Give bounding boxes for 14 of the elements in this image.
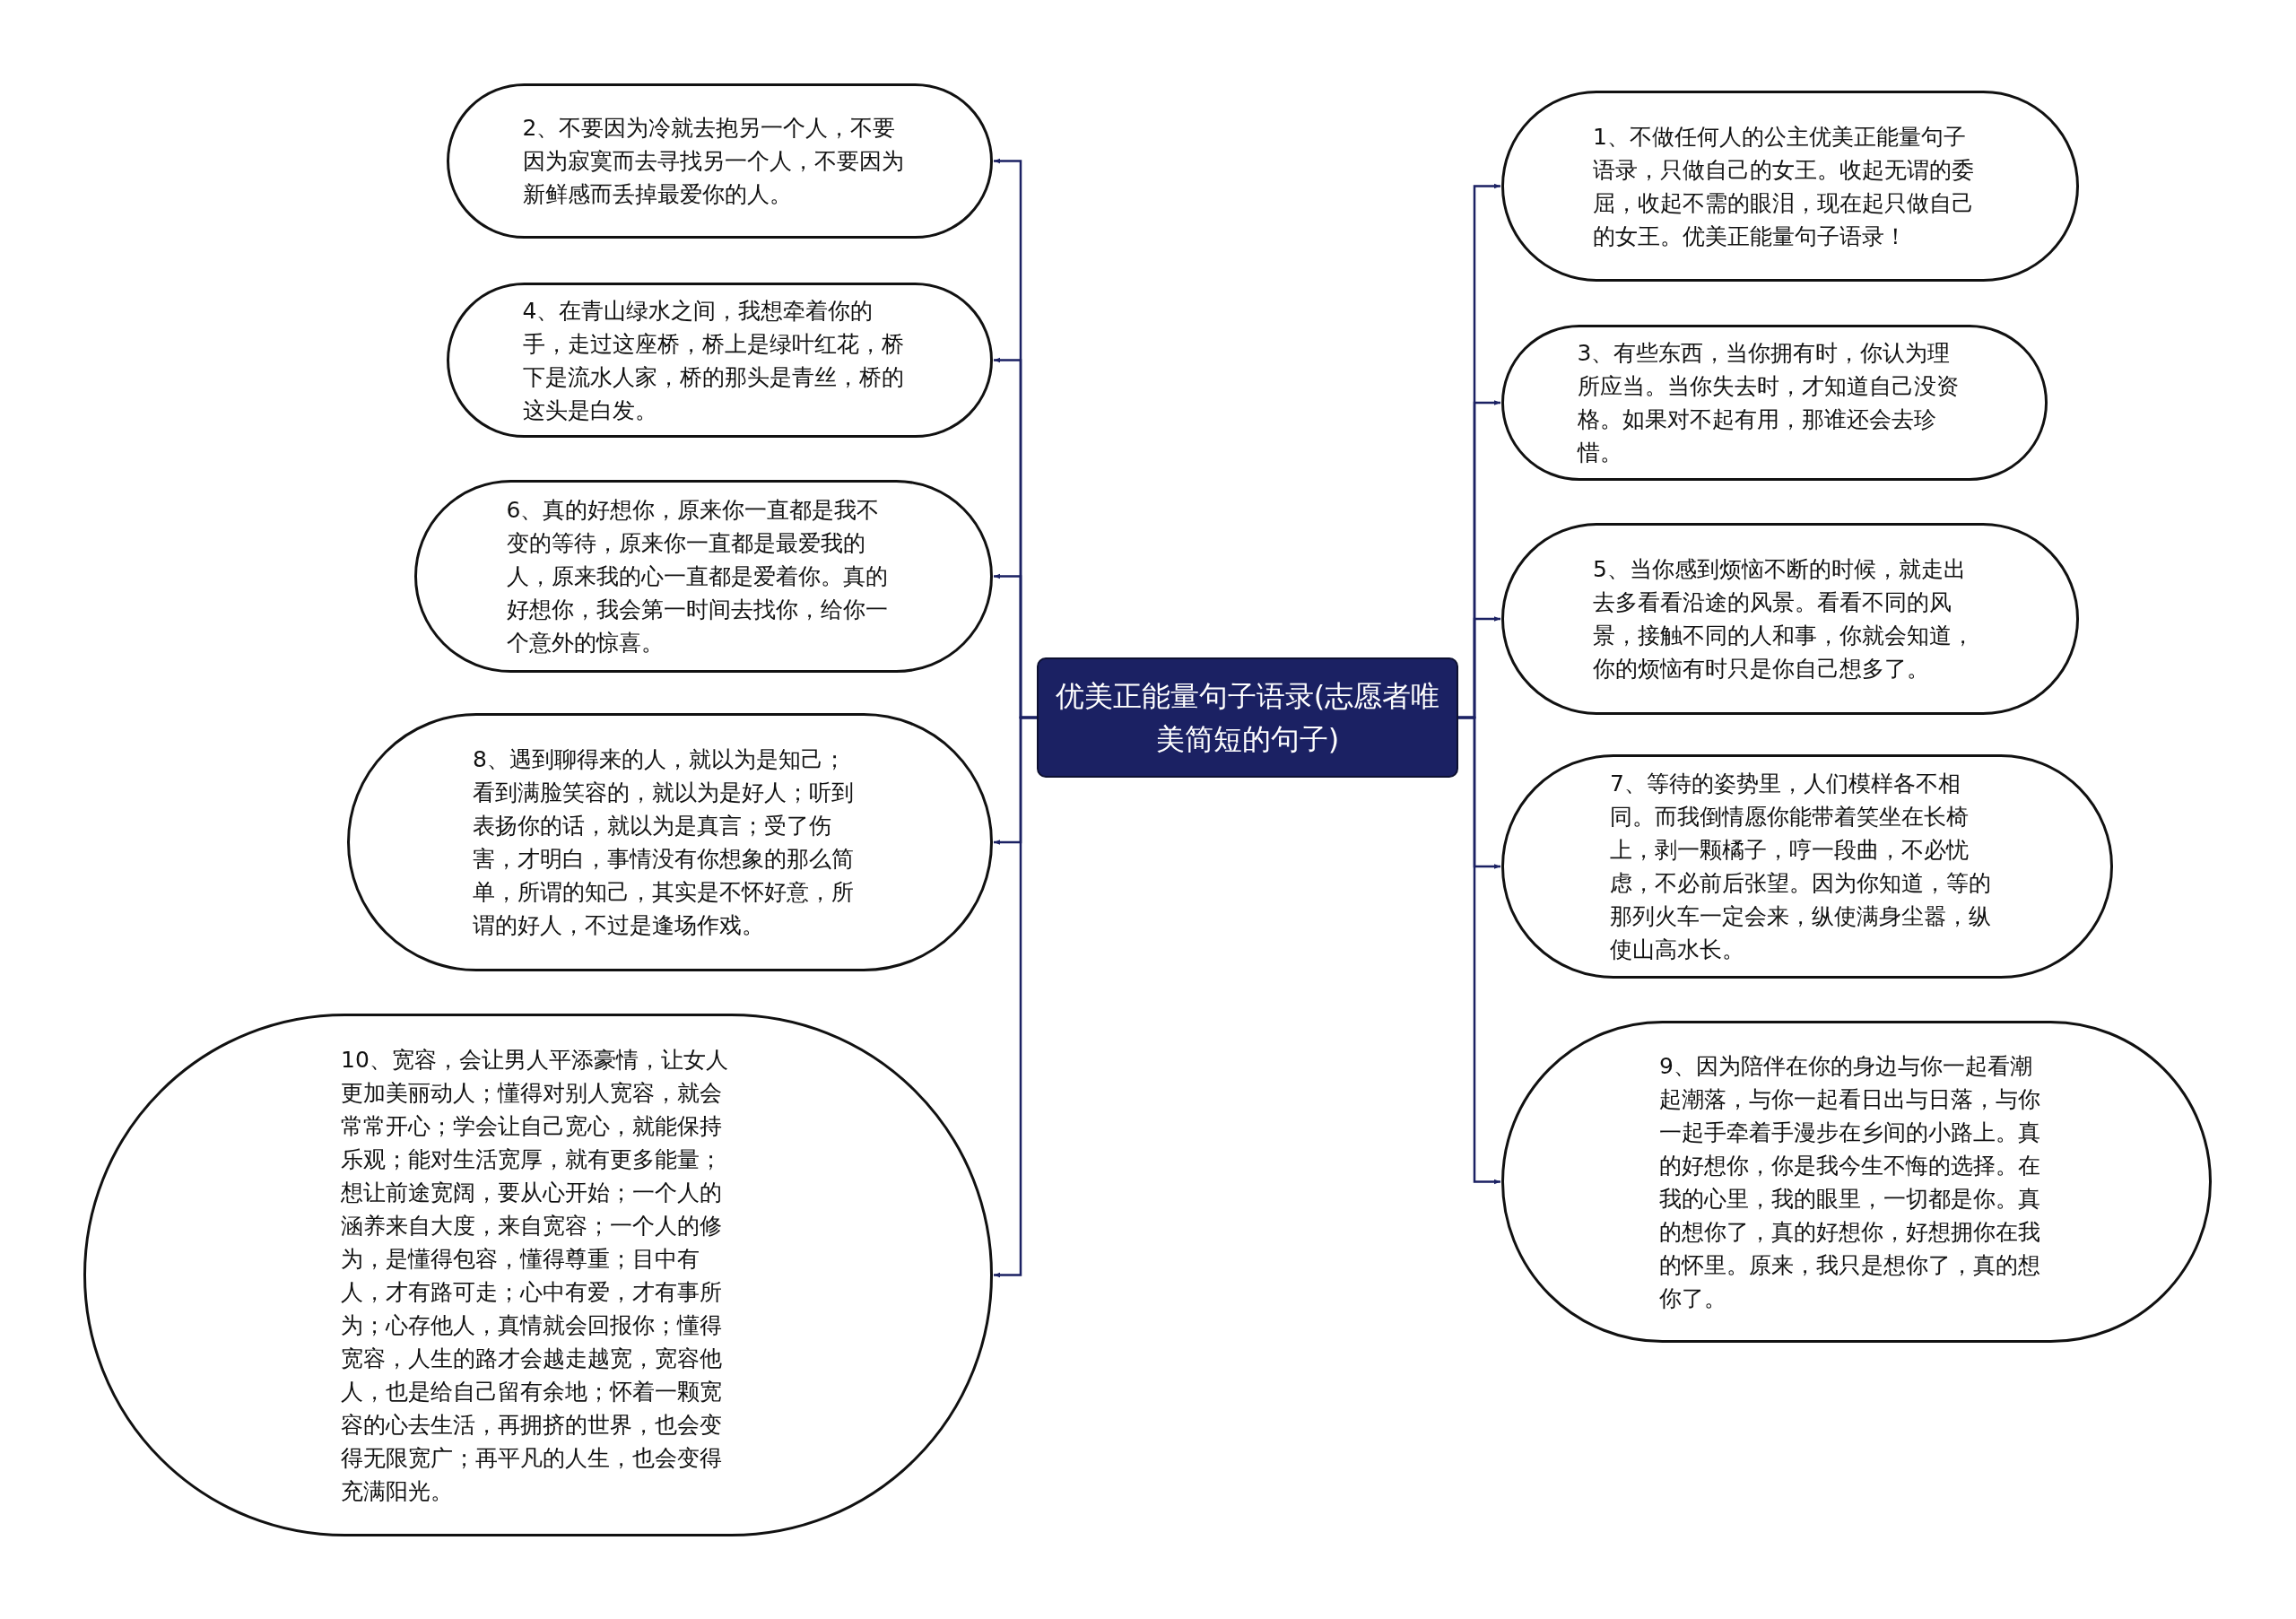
quote-text: 6、真的好想你，原来你一直都是我不变的等待，原来你一直都是最爱我的人，原来我的心一直都是爱着你。真的好想你，我会第一时间去找你，给你一个意外的惊喜。 <box>506 496 889 657</box>
quote-text: 5、当你感到烦恼不断的时候，就走出去多看看沿途的风景。看看不同的风景，接触不同的人和事，你就会知道，你的烦恼有时只是你自己想多了。 <box>1593 555 1975 683</box>
quote-text: 9、因为陪伴在你的身边与你一起看潮起潮落，与你一起看日出与日落，与你一起手牵着手漫步在乡间的小路上。真的好想你，你是我今生不悔的选择。在我的心里，我的眼里，一切都是你。真的想你了，真的好想你，好想拥你在我的怀里。原来，我只是想你了，真的想你了。 <box>1659 1051 2041 1313</box>
root-box <box>1037 657 1458 778</box>
quote-text: 3、有些东西，当你拥有时，你认为理所应当。当你失去时，才知道自己没资格。如果对不起有用，那谁还会去珍惜。 <box>1577 339 1960 467</box>
arrow <box>1458 716 1500 1185</box>
quote-text: 7、等待的姿势里，人们模样各不相同。而我倒情愿你能带着笑坐在长椅上，剥一颗橘子，哼一段曲，不必忧虑，不必前后张望。因为你知道，等的那列火车一定会来，纵使满身尘嚣，纵使山高水长。 <box>1610 770 1992 964</box>
quote-text: 10、宽容，会让男人平添豪情，让女人更加美丽动人；懂得对别人宽容，就会常常开心；学会让自己宽心，就能保持乐观；能对生活宽厚，就有更多能量；想让前途宽阔，要从心开始；一个人的涵养来自大度，来自宽容；一个人的修为，是懂得包容，懂得尊重；目中有人，才有路可走；心中有爱，才有事所为；心存他人，真情就会回报你；懂得宽容，人生的路才会越走越宽，宽容他人，也是给自己留有余地；怀着一颗宽容的心去生活，再拥挤的世界，也会变得无限宽广；再平凡的人生，也会变得充满阳光。 <box>341 1045 729 1506</box>
quote-text: 2、不要因为冷就去抱另一个人，不要因为寂寞而去寻找另一个人，不要因为新鲜感而丢掉最爱你的人。 <box>522 114 905 209</box>
quote-text: 4、在青山绿水之间，我想牵着你的手，走过这座桥，桥上是绿叶红花，桥下是流水人家，桥的那头是青丝，桥的这头是白发。 <box>522 296 905 425</box>
quote-text: 8、遇到聊得来的人，就以为是知己；看到满脸笑容的，就以为是好人；听到表扬你的话，就以为是真言；受了伤害，才明白，事情没有你想象的那么简单，所谓的知己，其实是不怀好意，所谓的好人，不过是逢场作戏。 <box>473 745 855 940</box>
quote-text: 1、不做任何人的公主优美正能量句子语录，只做自己的女王。收起无谓的委屈，收起不需的眼泪，现在起只做自己的女王。优美正能量句子语录！ <box>1593 122 1975 251</box>
topic-text: 优美正能量句子语录(志愿者唯美简短的句子) <box>1055 678 1440 758</box>
arrow <box>994 716 1037 1278</box>
